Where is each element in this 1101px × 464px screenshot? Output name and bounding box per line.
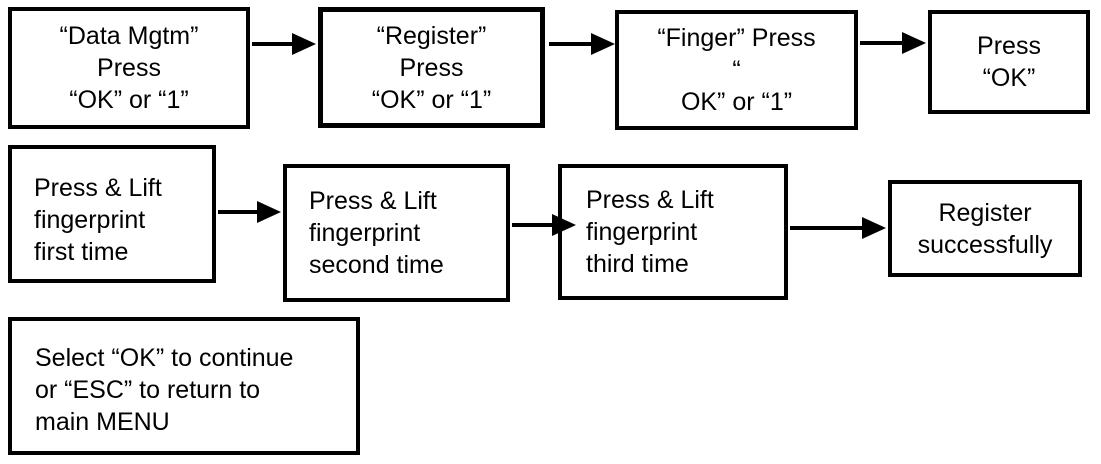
box-line: or “ESC” to return to — [35, 376, 261, 404]
box-line: “Register” — [376, 21, 487, 50]
box-line: Register — [938, 198, 1032, 227]
box-line: successfully — [917, 230, 1053, 259]
box-line: “OK” — [982, 64, 1036, 92]
flow-box-select-ok-esc: Select “OK” to continue or “ESC” to retu… — [8, 317, 360, 455]
box-line: Press & Lift — [309, 187, 437, 215]
box-line: Press — [977, 32, 1041, 60]
box-line: Select “OK” to continue — [35, 344, 294, 372]
box-line: OK” or “1” — [680, 88, 793, 116]
flow-box-second-time: Press & Lift fingerprint second time — [283, 164, 510, 302]
box-line: third time — [586, 250, 689, 278]
box-line: second time — [309, 251, 444, 279]
box-line: fingerprint — [586, 218, 698, 246]
flow-arrow-right-icon — [512, 214, 576, 236]
flow-box-press-ok: Press “OK” — [928, 10, 1090, 114]
box-line: first time — [34, 238, 129, 266]
flow-box-data-mgtm: “Data Mgtm” Press “OK” or “1” — [8, 7, 250, 129]
flow-box-register-success: Register successfully — [888, 180, 1082, 277]
flow-arrow-right-icon — [790, 217, 886, 239]
flow-arrow-right-icon — [860, 32, 926, 54]
flow-arrow-right-icon — [549, 33, 615, 55]
box-line: “Data Mgtm” — [59, 22, 199, 50]
box-line: “OK” or “1” — [69, 86, 189, 114]
flow-box-third-time: Press & Lift fingerprint third time — [558, 164, 788, 300]
box-line: main MENU — [35, 408, 170, 436]
box-line: Press & Lift — [586, 186, 714, 214]
box-line: fingerprint — [309, 219, 421, 247]
flow-arrow-right-icon — [218, 201, 281, 223]
box-line: fingerprint — [34, 206, 146, 234]
box-line: Press — [97, 54, 161, 82]
flow-box-register: “Register” Press “OK” or “1” — [318, 7, 545, 128]
flow-arrow-right-icon — [252, 33, 316, 55]
flow-box-finger: “Finger” Press “ OK” or “1” — [615, 10, 858, 130]
flow-box-first-time: Press & Lift fingerprint first time — [8, 145, 216, 283]
box-line: “ — [732, 56, 741, 84]
box-line: “OK” or “1” — [371, 85, 492, 114]
box-line: “Finger” Press — [657, 24, 816, 52]
box-line: Press & Lift — [34, 174, 162, 202]
box-line: Press — [399, 53, 464, 82]
